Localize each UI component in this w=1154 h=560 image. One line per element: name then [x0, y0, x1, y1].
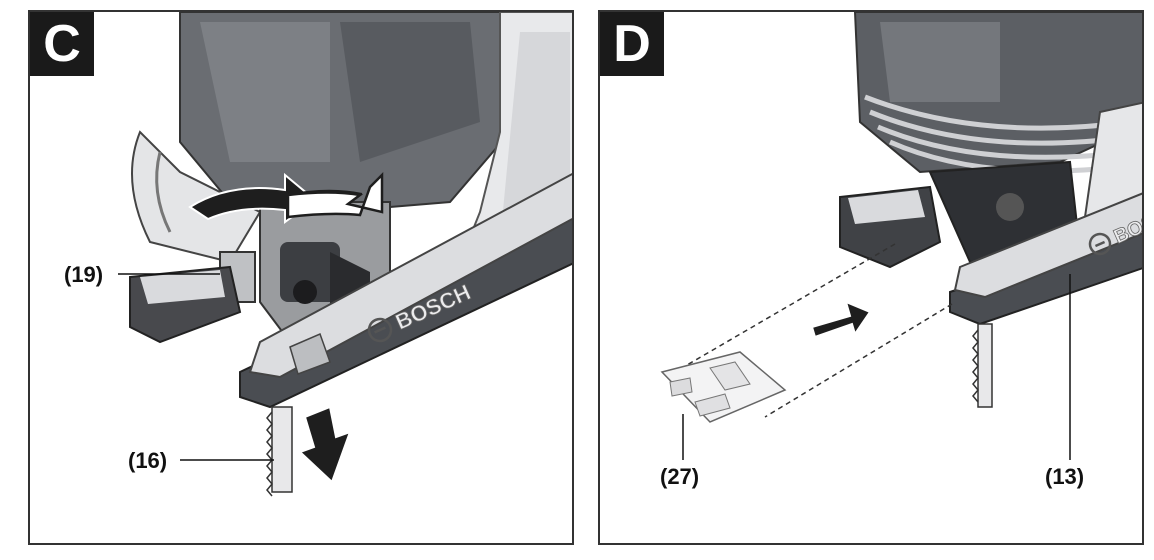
callout-27: (27)	[660, 464, 700, 489]
insert-arrow-icon	[810, 300, 872, 339]
callout-13: (13)	[1045, 464, 1085, 489]
callout-16: (16)	[128, 448, 168, 473]
panel-letter-c: C	[30, 12, 94, 76]
panel-letter-d: D	[600, 12, 664, 76]
panel-c: BOSCH C (19) (16)	[28, 10, 574, 545]
jigsaw-illustration-d: BOSCH	[660, 12, 1142, 460]
callout-19: (19)	[64, 262, 104, 287]
panel-d: BOSCH D (27) (13)	[598, 10, 1144, 545]
down-arrow-icon	[298, 405, 352, 484]
jigsaw-illustration-c: BOSCH	[118, 12, 572, 497]
rotate-arrows-icon	[188, 171, 384, 224]
